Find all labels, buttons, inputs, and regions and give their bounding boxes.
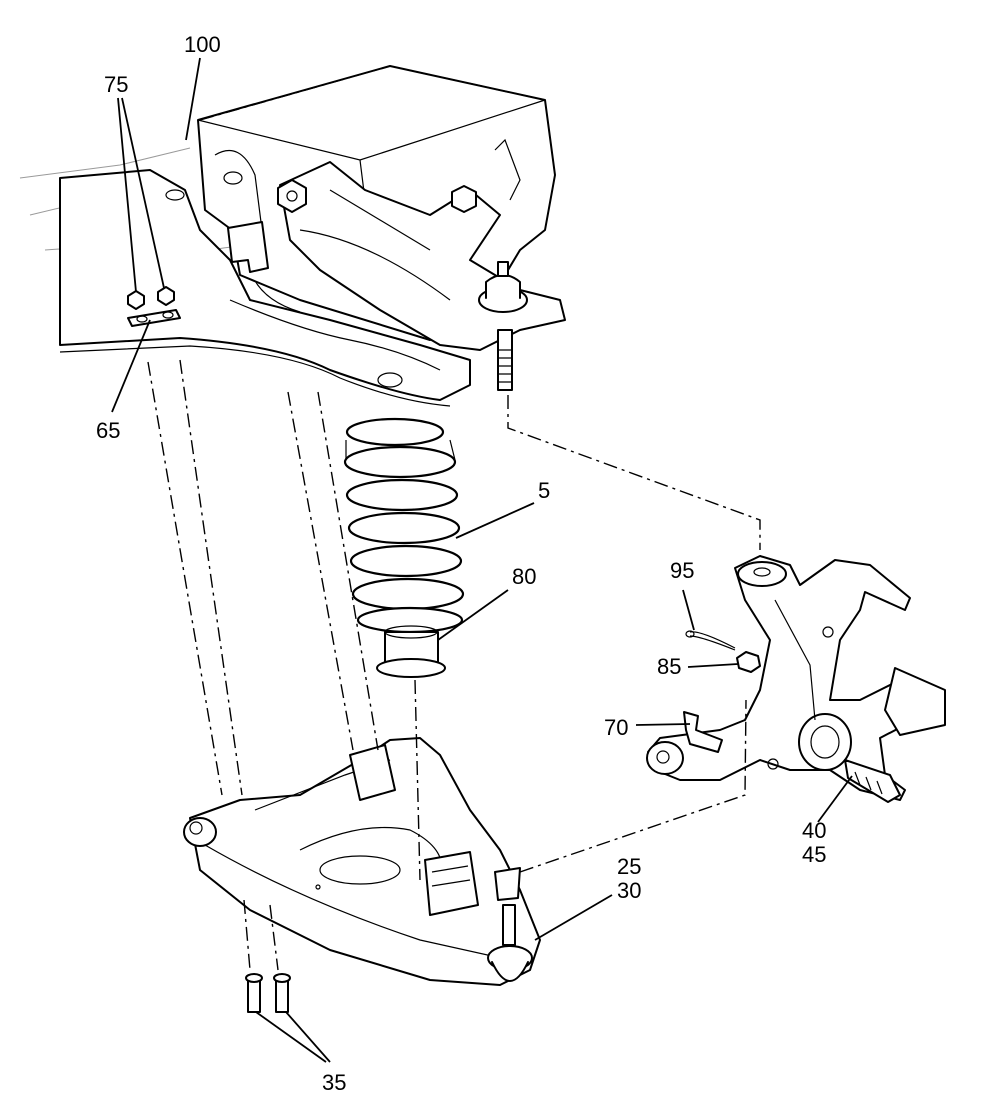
bolt-35-left [245,973,263,1013]
callout-75: 75 [104,72,128,97]
callout-40: 40 [802,818,826,843]
castle-nut-85 [736,651,761,673]
leader-95 [682,589,695,631]
leader-100 [185,57,201,141]
callout-35: 35 [322,1070,346,1095]
nut-75-left [127,290,145,310]
upper-control-arm [227,161,566,391]
leader-75-b [121,97,165,289]
callout-5: 5 [538,478,550,503]
fasteners [127,286,761,1013]
leader-70 [635,723,691,726]
callout-45: 45 [802,842,826,867]
callout-labels: 100 75 65 5 80 95 85 70 40 45 25 30 35 [96,32,826,1095]
leader-25-30 [534,894,613,941]
assembly-lines [147,65,761,971]
leader-5 [455,502,535,539]
spring-insulator [376,625,446,678]
cotter-pin-95 [689,631,736,651]
callout-95: 95 [670,558,694,583]
leader-40-45 [817,775,853,823]
leader-35-b [285,1011,331,1063]
callout-70: 70 [604,715,628,740]
callout-85: 85 [657,654,681,679]
leader-85 [687,663,739,668]
coil-spring [343,417,465,634]
nut-75-right [157,286,175,306]
leader-80 [437,589,509,641]
callout-80: 80 [512,564,536,589]
clamp-70 [683,711,723,753]
leader-75-a [117,97,137,293]
callout-25: 25 [617,854,641,879]
callout-30: 30 [617,878,641,903]
bolt-35-right [273,973,291,1013]
leader-lines [111,57,853,1063]
lower-control-arm [183,737,541,986]
steering-knuckle [646,555,946,803]
callout-65: 65 [96,418,120,443]
callout-100: 100 [184,32,221,57]
leader-35-a [255,1011,327,1063]
leader-65 [111,319,151,413]
